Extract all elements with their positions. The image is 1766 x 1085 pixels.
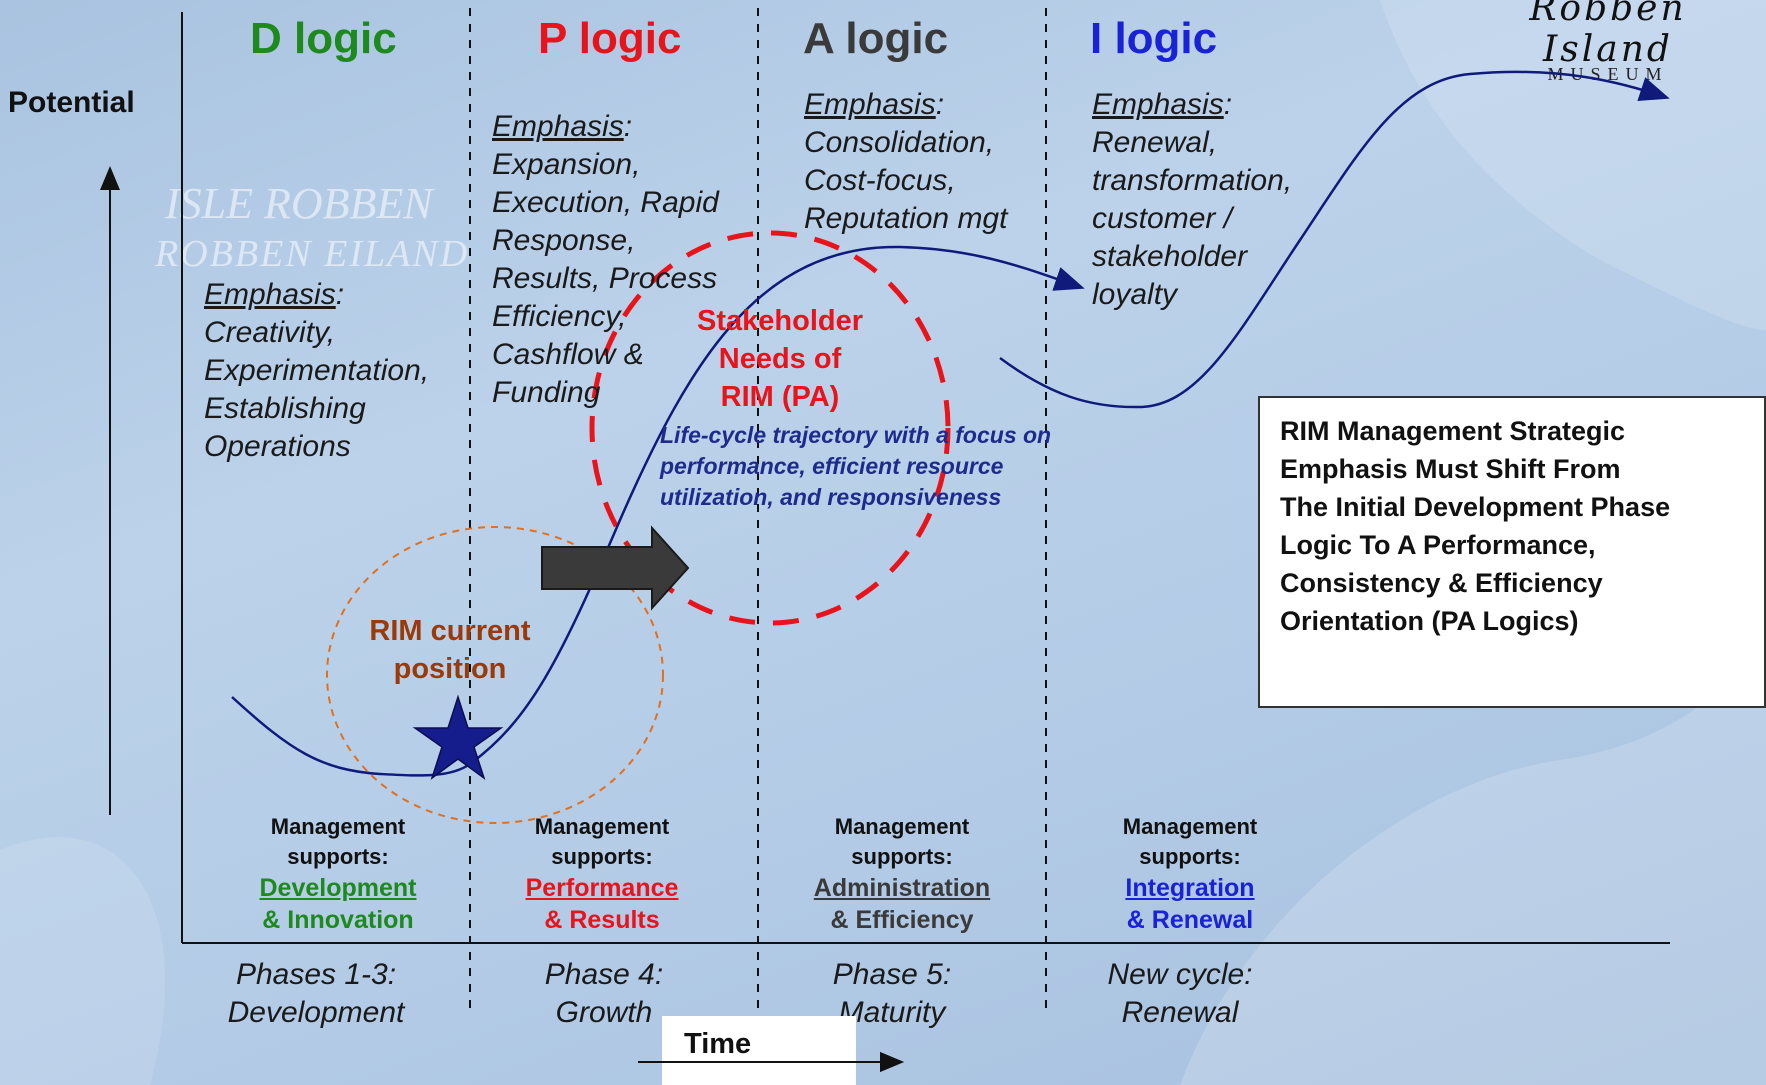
watermark-robben-eiland: ROBBEN EILAND <box>155 233 470 275</box>
current-position-circle <box>326 526 664 824</box>
mgmt-second-a: & Efficiency <box>830 906 974 934</box>
watermark-isle-robben: ISLE ROBBEN <box>165 179 433 228</box>
emphasis-a-head: Emphasis <box>804 88 936 121</box>
trajectory-text: Life-cycle trajectory with a focus on pe… <box>660 420 1051 513</box>
emphasis-d: Emphasis: Creativity, Experimentation, E… <box>204 276 429 466</box>
callout-line: The Initial Development Phase <box>1280 492 1671 522</box>
renewal-curve <box>999 70 1670 409</box>
current-position-line: position <box>393 653 507 685</box>
trajectory-line: utilization, and responsiveness <box>660 484 1002 510</box>
mgmt-heading: Management <box>534 814 670 839</box>
emphasis-d-line: Creativity, <box>204 316 336 349</box>
emphasis-p-line: Execution, Rapid <box>492 186 719 219</box>
title-a-logic: A logic <box>803 14 949 63</box>
mgmt-second-i: & Renewal <box>1126 906 1254 934</box>
trajectory-line: performance, efficient resource <box>660 453 1004 479</box>
emphasis-i-line: transformation, <box>1092 164 1293 197</box>
phase-label-p: Phase 4: Growth <box>484 956 724 1032</box>
callout-line: RIM Management Strategic <box>1280 416 1626 446</box>
phase-line: Growth <box>555 996 653 1029</box>
emphasis-p-line: Efficiency, <box>492 300 627 333</box>
emphasis-p-head: Emphasis <box>492 110 624 143</box>
y-axis-label: Potential <box>8 86 135 119</box>
stakeholder-circle <box>589 230 951 626</box>
logo-subtitle: MUSEUM <box>1547 64 1669 84</box>
mgmt-focus-d: Development <box>259 874 417 902</box>
callout-line: Emphasis Must Shift From <box>1280 454 1621 484</box>
current-position-star <box>412 694 504 780</box>
time-label-box <box>662 1016 856 1085</box>
phase-line: New cycle: <box>1107 958 1253 991</box>
title-d-logic: D logic <box>250 14 397 63</box>
mgmt-subheading: supports: <box>287 844 389 869</box>
emphasis-i-line: stakeholder <box>1092 240 1248 273</box>
mgmt-heading: Management <box>270 814 406 839</box>
emphasis-i: Emphasis: Renewal, transformation, custo… <box>1092 86 1292 314</box>
emphasis-a-line: Cost-focus, <box>804 164 956 197</box>
current-position-label: RIM current position <box>340 612 560 688</box>
mgmt-supports-i: Management supports: Integration & Renew… <box>1070 812 1310 936</box>
mgmt-second-p: & Results <box>544 906 660 934</box>
phase-line: Development <box>227 996 405 1029</box>
shift-arrow <box>541 525 690 611</box>
stakeholder-line: Needs of <box>718 343 842 375</box>
title-p-logic: P logic <box>538 14 682 63</box>
phase-line: Renewal <box>1121 996 1239 1029</box>
mgmt-supports-a: Management supports: Administration & Ef… <box>772 812 1032 936</box>
phase-label-d: Phases 1-3: Development <box>196 956 436 1032</box>
trajectory-line: Life-cycle trajectory with a focus on <box>660 422 1052 448</box>
emphasis-a-line: Reputation mgt <box>804 202 1008 235</box>
stakeholder-line: RIM (PA) <box>720 381 840 413</box>
emphasis-i-line: loyalty <box>1092 278 1178 311</box>
phase-line: Phase 5: <box>832 958 952 991</box>
emphasis-d-line: Establishing <box>204 392 366 425</box>
mgmt-subheading: supports: <box>1139 844 1241 869</box>
phase-line: Maturity <box>838 996 946 1029</box>
stakeholder-needs-label: Stakeholder Needs of RIM (PA) <box>660 302 900 416</box>
mgmt-supports-p: Management supports: Performance & Resul… <box>482 812 722 936</box>
mgmt-heading: Management <box>834 814 970 839</box>
emphasis-i-line: Renewal, <box>1092 126 1218 159</box>
strategic-emphasis-callout: RIM Management Strategic Emphasis Must S… <box>1258 396 1766 708</box>
emphasis-d-head: Emphasis <box>204 278 336 311</box>
callout-line: Orientation (PA Logics) <box>1280 606 1579 636</box>
callout-line: Consistency & Efficiency <box>1280 568 1603 598</box>
emphasis-p-line: Expansion, <box>492 148 641 181</box>
emphasis-d-line: Experimentation, <box>204 354 430 387</box>
x-axis-label: Time <box>684 1028 752 1060</box>
phase-label-a: Phase 5: Maturity <box>772 956 1012 1032</box>
title-i-logic: I logic <box>1090 14 1218 63</box>
mgmt-focus-a: Administration <box>813 874 991 902</box>
mgmt-heading: Management <box>1122 814 1258 839</box>
mgmt-focus-p: Performance <box>525 874 679 902</box>
phase-label-i: New cycle: Renewal <box>1060 956 1300 1032</box>
emphasis-p: Emphasis: Expansion, Execution, Rapid Re… <box>492 108 719 412</box>
stakeholder-line: Stakeholder <box>697 305 863 337</box>
emphasis-p-line: Results, Process <box>492 262 718 295</box>
emphasis-i-head: Emphasis <box>1092 88 1224 121</box>
emphasis-d-line: Operations <box>204 430 351 463</box>
mgmt-supports-d: Management supports: Development & Innov… <box>218 812 458 936</box>
emphasis-a-line: Consolidation, <box>804 126 995 159</box>
mgmt-subheading: supports: <box>851 844 953 869</box>
callout-line: Logic To A Performance, <box>1280 530 1596 560</box>
emphasis-p-line: Response, <box>492 224 636 257</box>
current-position-line: RIM current <box>369 615 531 647</box>
emphasis-p-line: Funding <box>492 376 601 409</box>
emphasis-a: Emphasis: Consolidation, Cost-focus, Rep… <box>804 86 1007 238</box>
mgmt-focus-i: Integration <box>1125 874 1255 902</box>
phase-line: Phases 1-3: <box>235 958 397 991</box>
emphasis-p-line: Cashflow & <box>492 338 644 371</box>
logo-title: Robben Island <box>1529 0 1687 70</box>
emphasis-i-line: customer / <box>1092 202 1233 235</box>
museum-logo: Robben Island MUSEUM <box>1458 0 1758 85</box>
mgmt-second-d: & Innovation <box>262 906 414 934</box>
mgmt-subheading: supports: <box>551 844 653 869</box>
phase-line: Phase 4: <box>544 958 664 991</box>
